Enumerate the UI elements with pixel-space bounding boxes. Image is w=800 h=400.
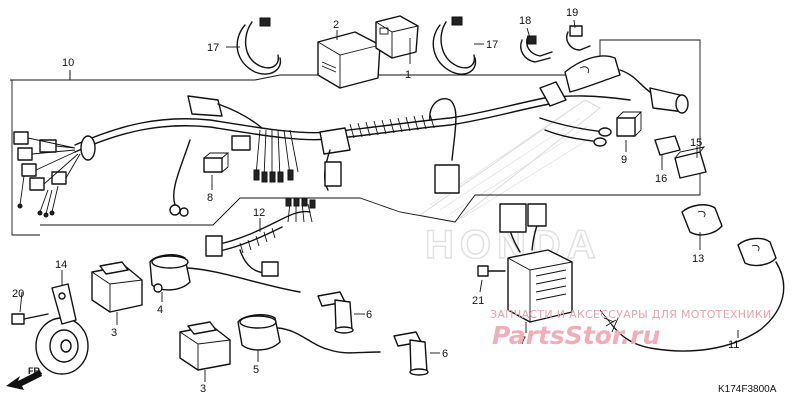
callout-labels: 1 2 3 3 4 5 6 6 7 8 9 10 11 12 13 14 15 …: [12, 7, 739, 395]
direction-label: FR.: [28, 366, 43, 376]
callout-6a: 6: [366, 309, 372, 321]
callout-17a: 17: [207, 42, 219, 54]
control-unit: [317, 31, 381, 89]
callout-5: 5: [253, 364, 259, 376]
callout-9: 9: [621, 154, 627, 166]
lead-11: [599, 237, 785, 352]
callout-11: 11: [728, 339, 739, 351]
relay-box: [375, 15, 419, 59]
callout-8: 8: [207, 192, 213, 204]
main-wire-harness: [13, 55, 689, 218]
callout-18: 18: [519, 15, 531, 27]
spark-plug-cap-lower: [179, 321, 231, 371]
callout-4: 4: [157, 304, 163, 316]
horn: [35, 283, 89, 375]
plug-cap-lower: [393, 331, 429, 376]
clip-18: [520, 35, 553, 63]
callout-1: 1: [405, 69, 411, 81]
ignition-coil-4: [149, 254, 301, 293]
callout-14: 14: [55, 259, 67, 271]
callout-2: 2: [333, 19, 339, 31]
bolt-20: [11, 313, 49, 325]
callout-10: 10: [62, 57, 74, 69]
callout-3b: 3: [200, 383, 206, 395]
clip-19: [566, 25, 591, 51]
relay-15: [674, 146, 707, 179]
watermark-text: ЗАПЧАСТИ И АКСЕССУАРЫ ДЛЯ МОТОТЕХНИКИ: [490, 308, 772, 321]
callout-7: 7: [520, 335, 526, 347]
callout-16: 16: [655, 173, 667, 185]
plug-cap-upper: [317, 291, 354, 334]
diagram-code: K174F3800A: [718, 384, 777, 395]
leader-lines: [19, 19, 739, 382]
callout-3a: 3: [111, 327, 117, 339]
band-clamp-left: [236, 17, 282, 75]
sub-harness: [205, 197, 316, 277]
boot-13: [681, 204, 723, 236]
callout-12: 12: [253, 207, 265, 219]
ignition-coil-5: [237, 314, 381, 354]
callout-19: 19: [566, 7, 578, 19]
bolt-21: [477, 265, 506, 277]
callout-21: 21: [472, 295, 484, 307]
callout-20: 20: [12, 288, 24, 300]
callout-13: 13: [692, 253, 704, 265]
watermark-logo: PartsStor.ru: [492, 321, 660, 350]
front-direction-arrow: FR.: [6, 366, 43, 390]
relay-9: [616, 111, 643, 137]
callout-15: 15: [690, 137, 702, 149]
callout-17b: 17: [486, 39, 498, 51]
spark-plug-cap-upper: [91, 261, 143, 313]
rubber-mount-16: [654, 135, 681, 156]
callout-6b: 6: [442, 348, 448, 360]
regulator-rectifier: [499, 203, 573, 323]
band-clamp-right: [432, 16, 477, 75]
connector-8: [203, 152, 230, 173]
